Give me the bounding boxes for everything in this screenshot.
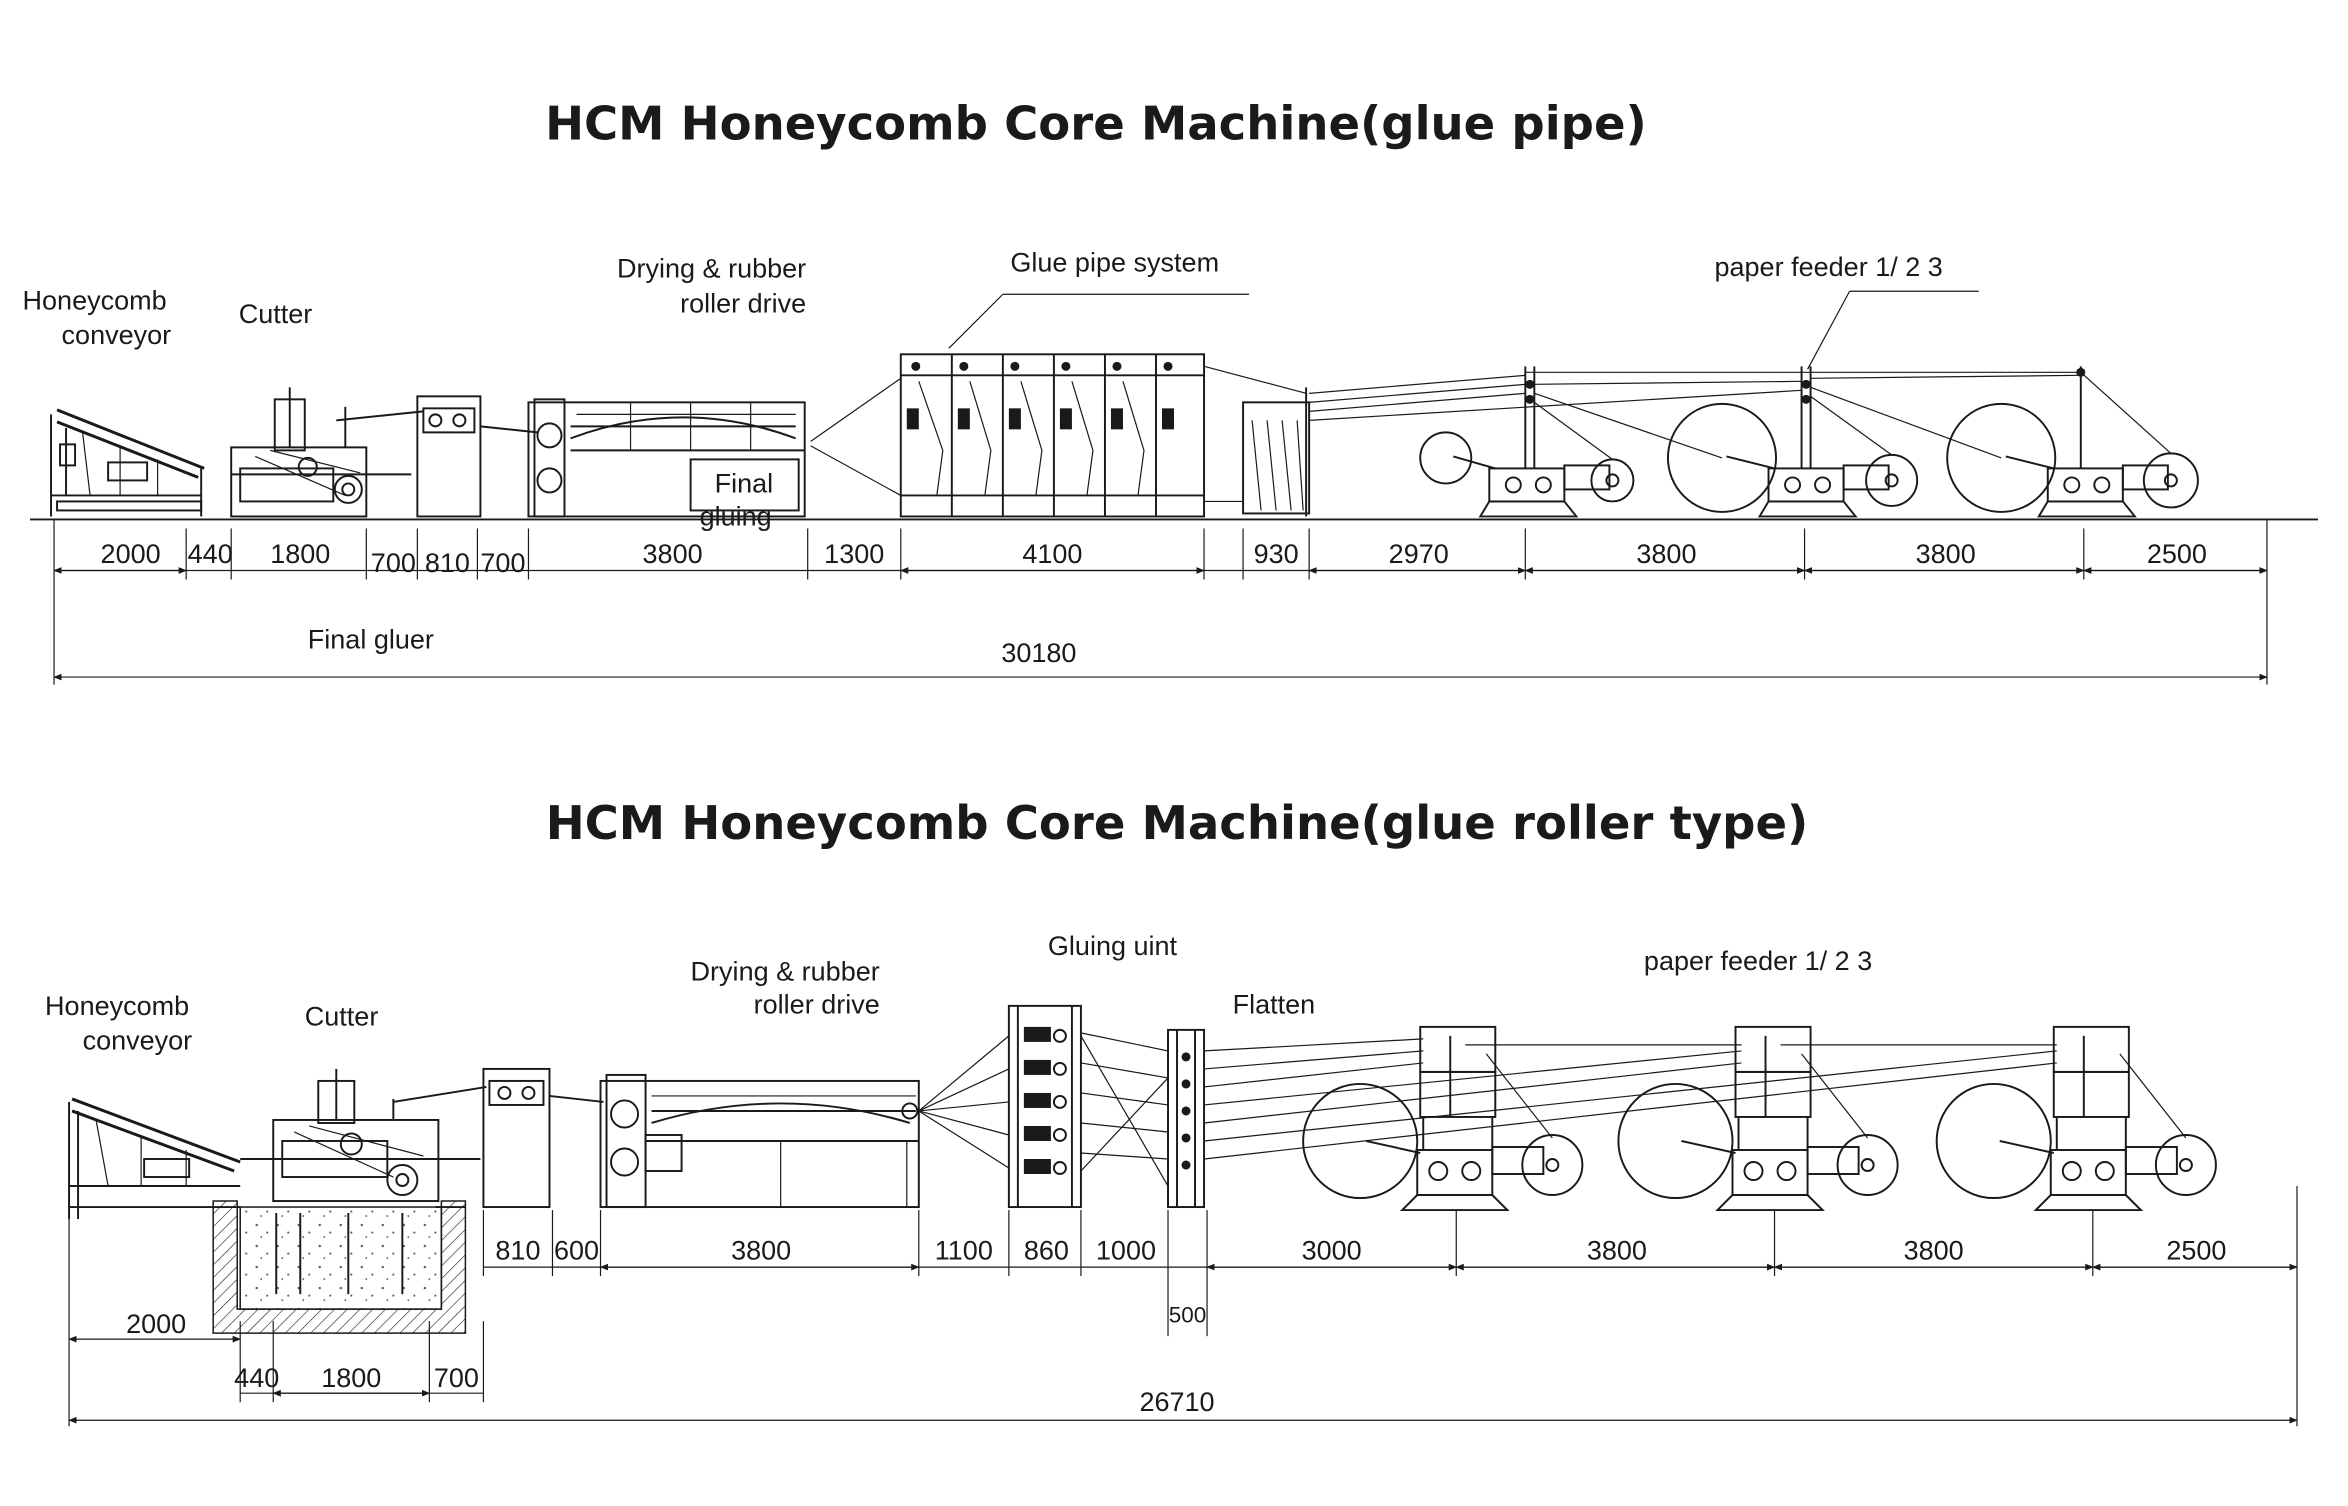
total-length: 30180	[1001, 638, 1076, 668]
dimension-row	[68, 1186, 2298, 1427]
paper-feeder-1	[1419, 366, 1635, 518]
dim-value: 2970	[1389, 539, 1449, 569]
dim-value: 4100	[1022, 539, 1082, 569]
dim-value: 700	[371, 548, 416, 578]
drying-roller-drive	[599, 1073, 920, 1209]
conveyor-label-2: conveyor	[83, 1025, 193, 1055]
flatten-label: Flatten	[1233, 989, 1316, 1019]
gluing-unit-label: Gluing uint	[1048, 931, 1178, 961]
flatten-dim: 500	[1169, 1303, 1207, 1328]
honeycomb-conveyor	[68, 1097, 241, 1220]
dim-value: 2500	[2147, 539, 2207, 569]
dim-value: 3800	[731, 1236, 791, 1266]
paper-feeder-2	[1666, 366, 1919, 518]
diagram-glue-pipe: HCM Honeycomb Core Machine(glue pipe)	[23, 97, 2319, 685]
conveyor-label: Honeycomb	[45, 991, 189, 1021]
dim-value: 3800	[1904, 1236, 1964, 1266]
dim-value: 1100	[935, 1236, 993, 1266]
dim-value: 810	[495, 1236, 540, 1266]
diagram-title: HCM Honeycomb Core Machine(glue pipe)	[545, 97, 1647, 151]
diagram-title: HCM Honeycomb Core Machine(glue roller t…	[546, 796, 1809, 850]
dim-value: 860	[1024, 1236, 1069, 1266]
cutter-machine	[240, 1068, 487, 1203]
dim-value: 440	[188, 539, 233, 569]
dim-value: 600	[554, 1236, 599, 1266]
drying-label-2: roller drive	[754, 989, 880, 1019]
drying-label: Drying & rubber	[617, 254, 806, 284]
drying-label: Drying & rubber	[691, 956, 880, 986]
drying-roller-drive: Final gluing	[527, 398, 806, 531]
foundation-pit	[212, 1200, 467, 1334]
intermediate-frame	[336, 395, 538, 518]
flatten-unit	[1167, 1028, 2057, 1209]
dim-value: 3000	[1302, 1236, 1362, 1266]
dim-value: 2500	[2166, 1236, 2226, 1266]
final-gluing-label-2: gluing	[700, 501, 772, 531]
feeder-leader	[1807, 290, 1851, 370]
total-length: 26710	[1139, 1387, 1214, 1417]
pre-feed-frame	[1242, 387, 1311, 517]
dimension-row	[53, 519, 2268, 685]
conveyor-label: Honeycomb	[23, 285, 167, 315]
dim-value: 3800	[1916, 539, 1976, 569]
dim-value: 1000	[1096, 1236, 1156, 1266]
glue-system-label: Glue pipe system	[1010, 248, 1219, 278]
dim-value: 700	[480, 548, 525, 578]
drying-label-2: roller drive	[680, 288, 806, 318]
intermediate-frame	[482, 1067, 604, 1209]
honeycomb-conveyor	[50, 408, 205, 517]
paper-feeder-label: paper feeder 1/ 2 3	[1644, 946, 1872, 976]
dim-value: 2000	[126, 1309, 186, 1339]
final-gluing-label: Final	[715, 468, 774, 498]
dim-value: 700	[434, 1363, 479, 1393]
dim-value: 1800	[321, 1363, 381, 1393]
dim-value: 3800	[643, 539, 703, 569]
paper-webs	[1309, 371, 2172, 460]
diagram-glue-roller: HCM Honeycomb Core Machine(glue roller t…	[45, 796, 2298, 1427]
paper-feeder-1	[1302, 1025, 1742, 1212]
glue-pipe-system	[810, 293, 1307, 518]
dim-value: 3800	[1587, 1236, 1647, 1266]
dim-value: 1800	[270, 539, 330, 569]
conveyor-label-2: conveyor	[62, 320, 172, 350]
paper-feeder-3	[1946, 366, 2199, 518]
paper-feeder-label: paper feeder 1/ 2 3	[1714, 252, 1942, 282]
final-gluer-label: Final gluer	[308, 625, 434, 655]
cutter-machine	[230, 387, 412, 518]
paper-feeder-2	[1617, 1025, 2057, 1212]
paper-feeder-3	[1935, 1025, 2217, 1212]
dim-value: 2000	[101, 539, 161, 569]
cutter-label: Cutter	[239, 299, 313, 329]
dim-value: 3800	[1636, 539, 1696, 569]
gluing-unit	[918, 1004, 1169, 1209]
dim-value: 1300	[824, 539, 884, 569]
cutter-label: Cutter	[305, 1001, 379, 1031]
dim-value: 810	[425, 548, 470, 578]
dim-value: 440	[234, 1363, 279, 1393]
dim-value: 930	[1254, 539, 1299, 569]
